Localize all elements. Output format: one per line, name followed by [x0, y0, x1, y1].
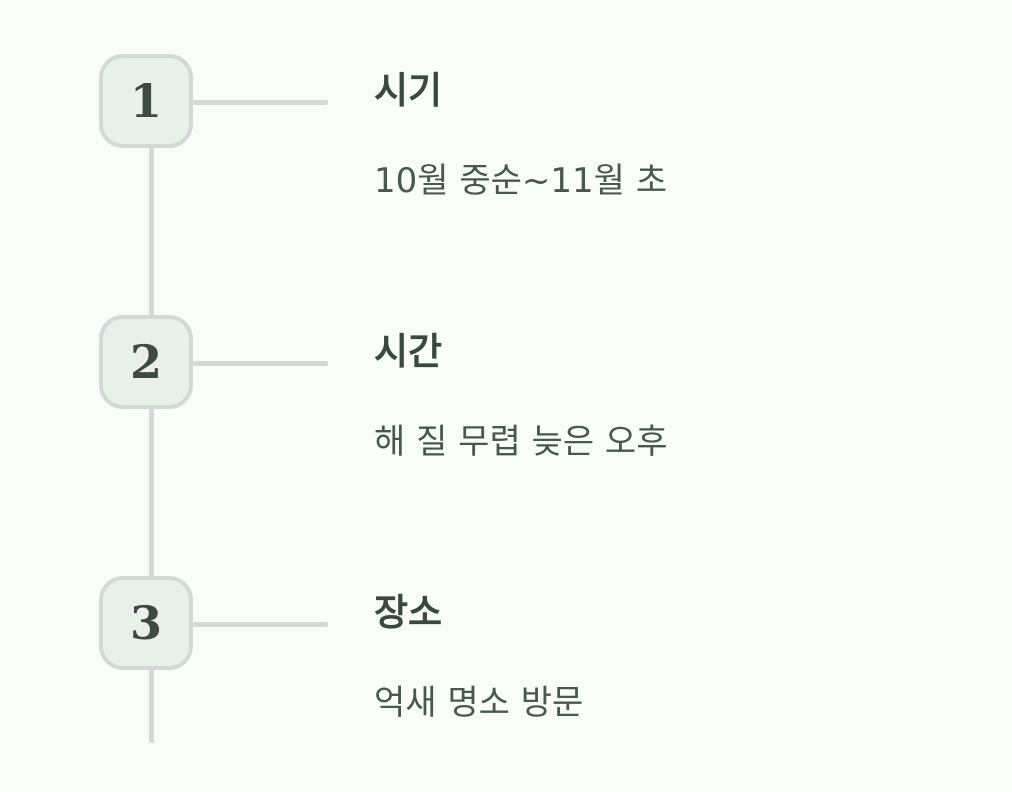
step-label: 시간 — [374, 330, 443, 373]
timeline-step-3: 3 장소 억새 명소 방문 — [0, 576, 1012, 736]
step-label: 장소 — [374, 591, 443, 634]
timeline-step-2: 2 시간 해 질 무렵 늦은 오후 — [0, 315, 1012, 475]
step-label: 시기 — [374, 69, 443, 112]
step-connector-line — [193, 622, 328, 627]
step-value: 해 질 무렵 늦은 오후 — [374, 422, 668, 462]
step-connector-line — [193, 361, 328, 366]
timeline-spine — [149, 100, 154, 743]
step-value: 억새 명소 방문 — [374, 683, 584, 723]
step-connector-line — [193, 100, 328, 105]
step-number-badge: 1 — [99, 54, 193, 148]
timeline-step-1: 1 시기 10월 중순~11월 초 — [0, 54, 1012, 214]
step-number-badge: 3 — [99, 576, 193, 670]
step-number-badge: 2 — [99, 315, 193, 409]
step-value: 10월 중순~11월 초 — [374, 161, 668, 201]
